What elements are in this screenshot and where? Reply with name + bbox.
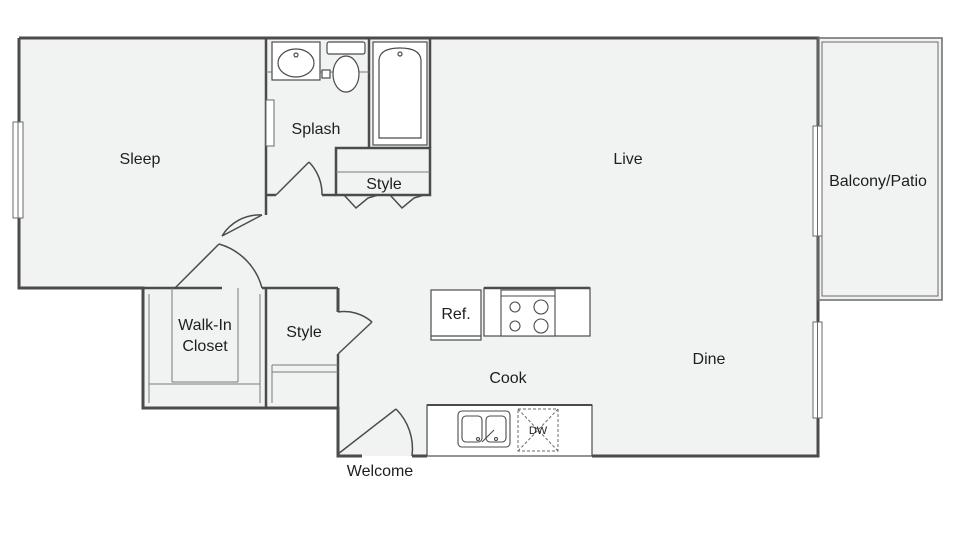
dishwasher xyxy=(517,408,559,452)
fixture-label-refrigerator: Ref. xyxy=(441,306,470,323)
window-icon xyxy=(12,99,823,419)
toilet-icon xyxy=(321,41,366,93)
interior-walls xyxy=(19,38,432,408)
room-label-cook: Cook xyxy=(489,370,527,387)
room-label-welcome: Welcome xyxy=(347,463,413,480)
room-label-live: Live xyxy=(613,151,642,168)
room-label-balcony: Balcony/Patio xyxy=(829,173,927,190)
room-label-walkin-line2: Closet xyxy=(182,338,228,355)
room-label-walkin-line1: Walk-In xyxy=(178,317,232,334)
bathtub-icon xyxy=(372,41,428,146)
door-swing-icon xyxy=(174,161,425,457)
floor-fill xyxy=(19,38,942,456)
sink-icon xyxy=(271,41,321,81)
room-label-dine: Dine xyxy=(693,351,726,368)
room-label-style-bath: Style xyxy=(366,176,402,193)
refrigerator xyxy=(430,289,482,341)
double-sink-icon xyxy=(457,410,511,448)
stove-icon xyxy=(500,289,556,337)
room-label-splash: Splash xyxy=(292,121,341,138)
room-label-sleep: Sleep xyxy=(120,151,161,168)
fixture-label-dishwasher: DW xyxy=(529,425,548,437)
room-label-style-hall: Style xyxy=(286,324,322,341)
